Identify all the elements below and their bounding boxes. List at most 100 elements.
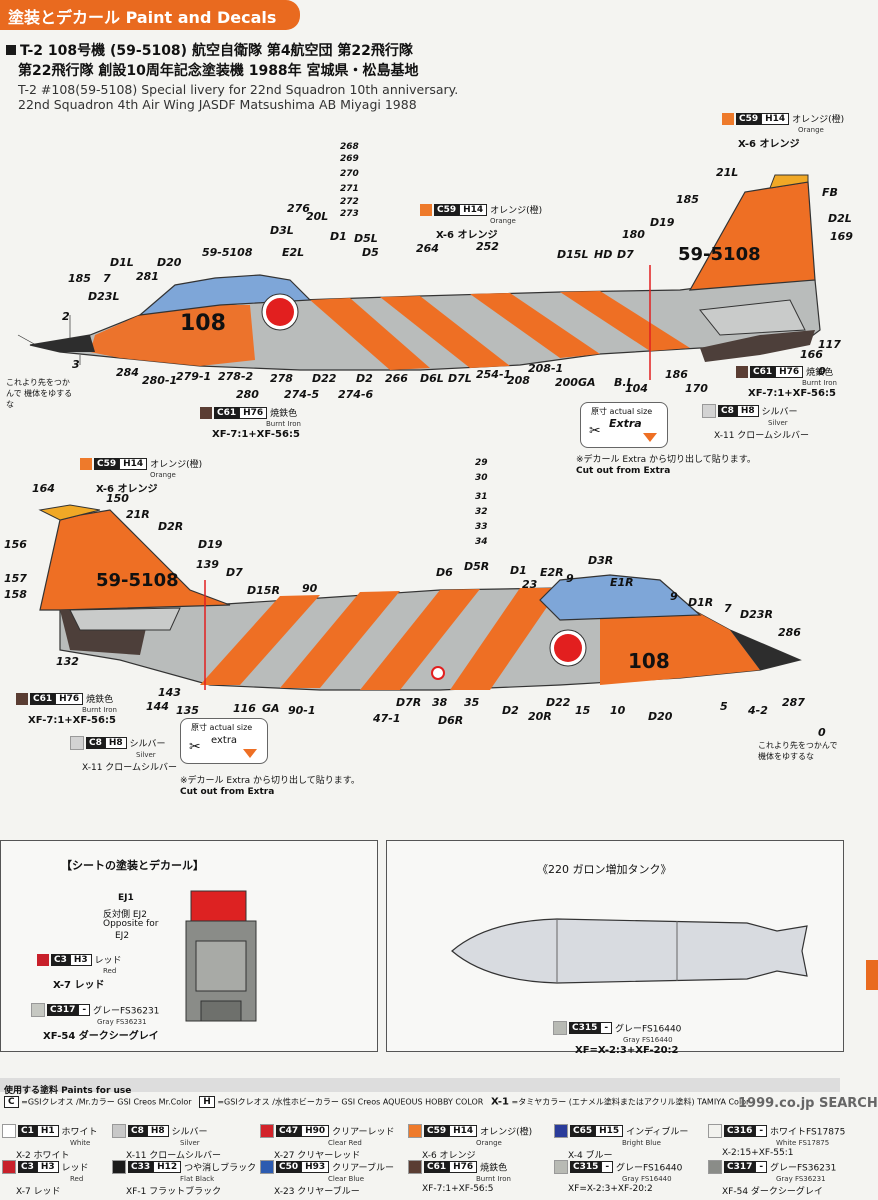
paint-swatch — [112, 1160, 126, 1174]
paint-h: H15 — [595, 1125, 624, 1137]
paint-swatch — [260, 1124, 274, 1138]
key2-text: =GSIクレオス /水性ホビーカラー GSI Creos AQUEOUS HOB… — [217, 1097, 484, 1107]
callout-274-6: 274-6 — [338, 388, 374, 401]
legend-en: Burnt Iron — [266, 419, 301, 428]
callout-90: 90 — [302, 582, 318, 595]
callout-287: 287 — [782, 696, 805, 709]
watermark: 1999.co.jp SEARCH — [738, 1096, 878, 1111]
legend-en: Silver — [136, 750, 156, 759]
callout-0-top: 0 — [818, 365, 826, 378]
callout-D15L: D15L — [557, 248, 589, 261]
orange-swatch — [420, 203, 432, 216]
legend-h: H76 — [55, 692, 84, 705]
roundel-red-left — [266, 298, 294, 326]
legend-jp: グレーFS16440 — [615, 1024, 682, 1035]
callout-166: 166 — [800, 348, 823, 361]
extra-box-bottom: 原寸 actual size extra ✂ — [180, 718, 268, 764]
orange-swatch — [722, 112, 734, 125]
callout-274-5: 274-5 — [284, 388, 320, 401]
legend-jp: シルバー — [129, 739, 166, 750]
legend-h: H3 — [69, 953, 92, 966]
legend-en: Gray FS36231 — [97, 1017, 147, 1026]
callout-278-2: 278-2 — [218, 370, 254, 383]
paint-en: Bright Blue — [622, 1138, 661, 1147]
paint-en: Burnt Iron — [476, 1174, 511, 1183]
paint-en: Gray FS36231 — [776, 1174, 826, 1183]
paint-x: X-2 ホワイト — [16, 1151, 70, 1161]
legend-en: Orange — [490, 216, 516, 225]
stripe-1-left — [310, 298, 430, 370]
fin-tip-right — [38, 504, 101, 521]
nose-note-top: これより先をつかんで 機体をゆするな — [6, 378, 73, 409]
seat-panel: 【シートの塗装とデカール】 EJ1 反対側 EJ2 Opposite for E… — [0, 840, 378, 1052]
callout-164: 164 — [32, 482, 55, 495]
callout-132: 132 — [56, 655, 79, 668]
legend-jp: レッド — [94, 956, 122, 966]
bullet-square-icon — [6, 45, 16, 55]
legend-x: X-6 オレンジ — [738, 139, 800, 150]
callout-90-1: 90-1 — [288, 704, 316, 717]
legend-en: Orange — [798, 125, 824, 134]
paint-x: X-2:15+XF-55:1 — [722, 1148, 794, 1158]
callout-30: 30 — [475, 473, 488, 483]
paint-x: XF-7:1+XF-56:5 — [422, 1184, 494, 1194]
callout-21L: 21L — [716, 166, 739, 179]
legend-h: H8 — [104, 737, 127, 749]
seat-ej1: EJ1 — [118, 893, 134, 903]
callout-266: 266 — [385, 372, 408, 385]
nose-cone-right — [730, 630, 800, 670]
callout-3: 3 — [72, 358, 80, 371]
legend-en: Burnt Iron — [802, 378, 837, 387]
legend-en: Gray FS16440 — [623, 1035, 673, 1044]
callout-5: 5 — [720, 700, 728, 713]
callout-D6: D6 — [436, 566, 453, 579]
callout-D1: D1 — [330, 230, 347, 243]
callout-29: 29 — [475, 458, 488, 468]
legend-x: X-6 オレンジ — [96, 484, 158, 495]
nose-orange-left — [90, 305, 255, 366]
legend-x: XF-7:1+XF-56:5 — [748, 388, 836, 399]
callout-D19: D19 — [198, 538, 223, 551]
paint-jp: クリアーブルー — [329, 1163, 394, 1174]
paint-x: X-27 クリヤーレッド — [274, 1151, 361, 1161]
paint-en: Gray FS16440 — [622, 1174, 672, 1183]
legend-jp: オレンジ(橙) — [150, 460, 203, 470]
callout-34: 34 — [475, 537, 488, 547]
callout-271: 271 — [340, 184, 359, 194]
orange-triangle-icon — [643, 433, 657, 442]
callout-10: 10 — [610, 704, 626, 717]
legend-jp: 焼鉄色 — [270, 409, 298, 419]
paint-swatch — [2, 1160, 16, 1174]
callout-D7R: D7R — [396, 696, 422, 709]
aircraft-right-profile: 59-5108 108 — [38, 504, 802, 691]
callout-157: 157 — [4, 572, 27, 585]
callout-15: 15 — [575, 704, 591, 717]
callout-E2L: E2L — [282, 246, 305, 259]
subject-line1: T-2 108号機 (59-5108) 航空自衛隊 第4航空団 第22飛行隊 — [20, 43, 413, 59]
paint-jp: グレーFS16440 — [613, 1163, 683, 1174]
edge-tab — [866, 960, 878, 990]
stripe-4-left — [560, 291, 690, 351]
legend-x: X-7 レッド — [53, 980, 105, 991]
tail-number-left: 59-5108 — [678, 244, 761, 265]
callout-7: 7 — [103, 272, 111, 285]
paint-jp: ホワイトFS17875 — [767, 1127, 846, 1138]
callout-GA: GA — [262, 702, 280, 715]
callout-4-2: 4-2 — [748, 704, 768, 717]
decal-stack-top: 268 269 270 271 272 273 — [340, 141, 359, 220]
paint-h: H3 — [36, 1161, 59, 1173]
paint-code: C59 — [424, 1125, 450, 1137]
legend-x: XF-7:1+XF-56:5 — [212, 429, 300, 440]
legend-en: Burnt Iron — [82, 705, 117, 714]
callout-20L: 20L — [306, 210, 329, 223]
legend-code: C317 — [47, 1004, 79, 1016]
callout-D2R: D2R — [158, 520, 184, 533]
tank-panel: 《220 ガロン増加タンク》 C315- グレーFS16440 Gray FS1… — [386, 840, 844, 1056]
